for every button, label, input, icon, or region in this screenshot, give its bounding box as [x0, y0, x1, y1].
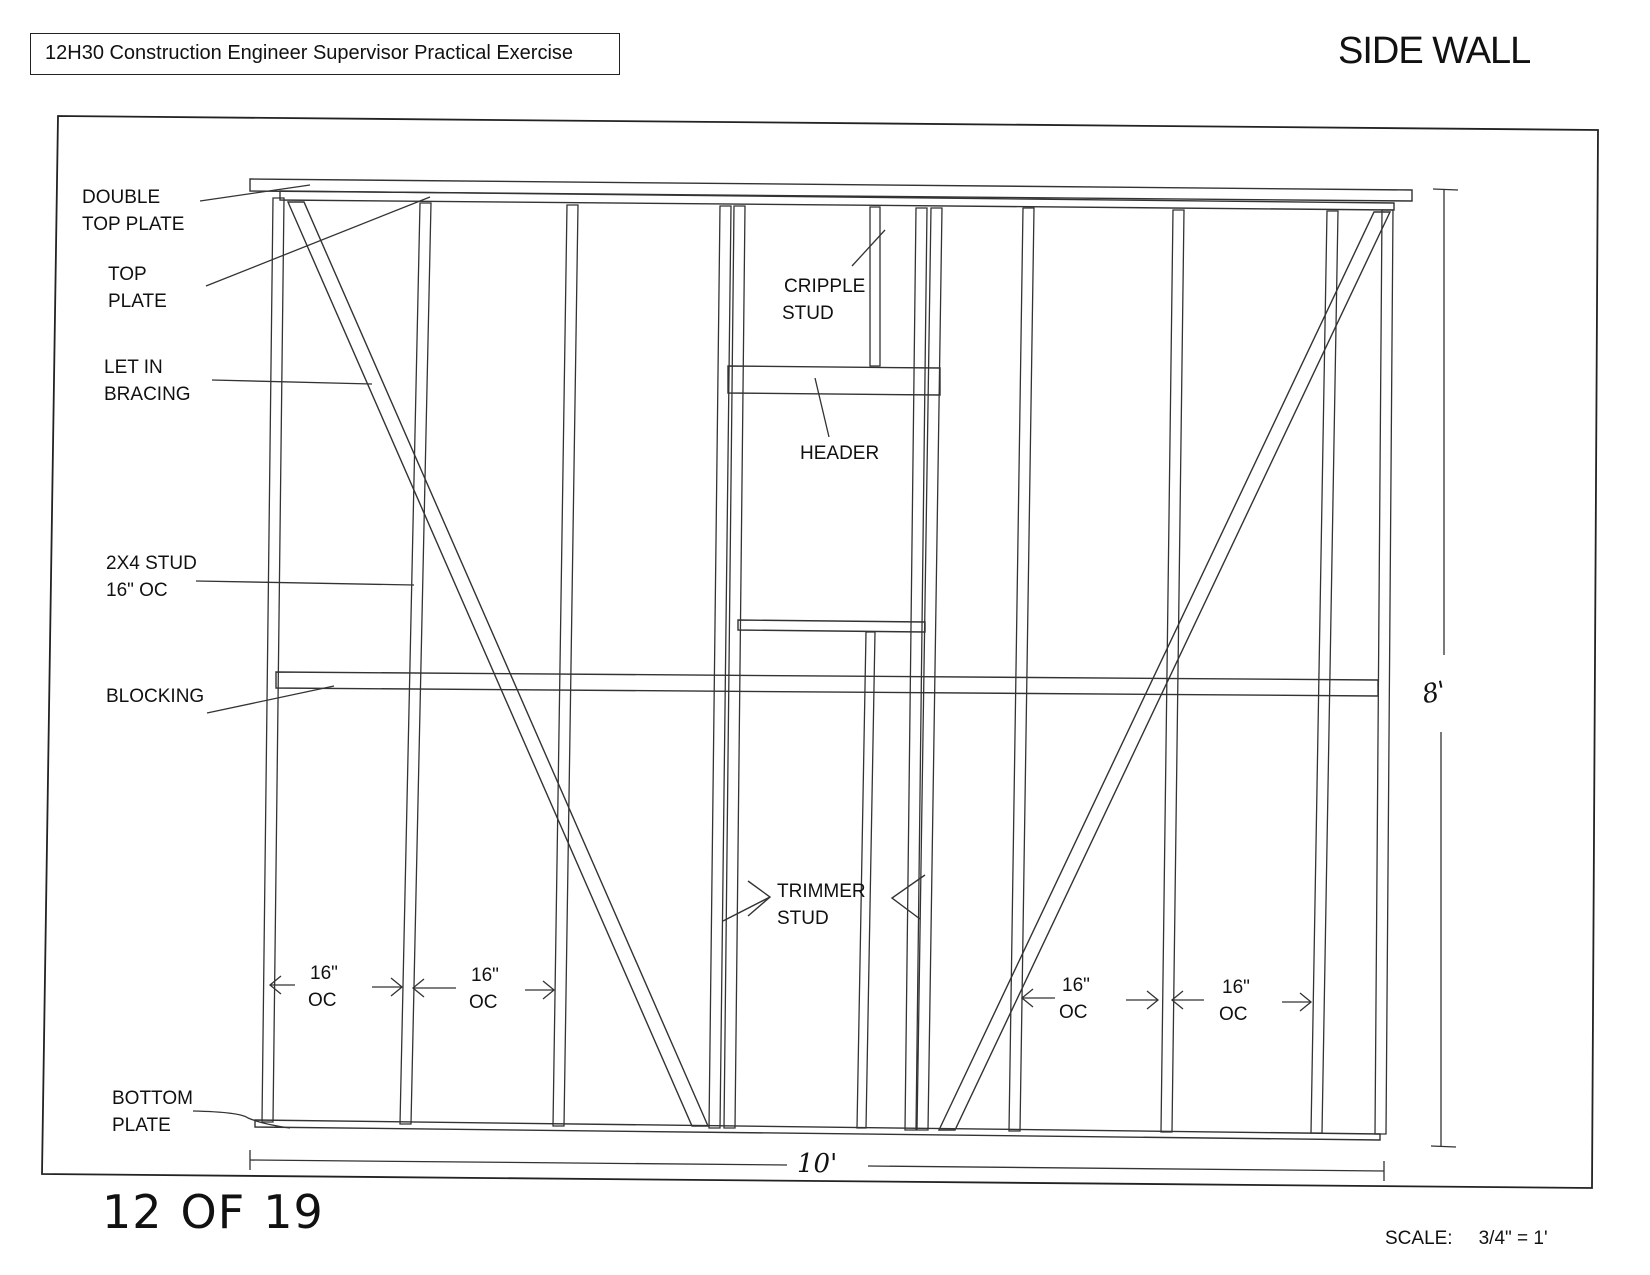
sill [737, 619, 926, 633]
spacing-unit: OC [1059, 1002, 1088, 1023]
trimmer-stud-label-1: TRIMMER [777, 881, 866, 902]
stud [1008, 207, 1035, 1132]
cripple-stud-label-2: STUD [782, 303, 834, 324]
spacing-value: 16" [1062, 975, 1090, 996]
cripple-stud [869, 206, 881, 367]
overall-width-dimension [249, 1150, 1385, 1181]
blocking [275, 671, 1379, 697]
stud [1310, 210, 1339, 1134]
bottom-plate-label-1: BOTTOM [112, 1088, 193, 1109]
end-stud-left [261, 197, 285, 1123]
spacing-unit: OC [469, 992, 498, 1013]
drawing-border [41, 115, 1599, 1189]
trimmer-stud-left [723, 205, 746, 1129]
let-in-bracing-label-2: BRACING [104, 384, 191, 405]
exercise-title: 12H30 Construction Engineer Supervisor P… [45, 42, 574, 64]
width-dimension-label: 10' [797, 1149, 837, 1179]
stud-label-1: 2X4 STUD [106, 553, 197, 574]
overall-height-dimension [1430, 188, 1459, 1148]
page-total: 19 [263, 1185, 324, 1239]
king-stud-left [708, 205, 732, 1129]
scale-note: SCALE: 3/4" = 1' [1385, 1228, 1548, 1250]
page-current: 12 [102, 1185, 163, 1239]
top-plate-label-2: PLATE [108, 291, 167, 312]
stud [1160, 209, 1185, 1133]
double-top-plate-label-1: DOUBLE [82, 187, 160, 208]
top-plate-label-1: TOP [108, 264, 147, 285]
blocking-label: BLOCKING [106, 686, 204, 707]
scale-label: SCALE: [1385, 1228, 1453, 1249]
spacing-unit: OC [1219, 1004, 1248, 1025]
leader-lines [192, 184, 886, 1129]
spacing-arrows [268, 975, 1313, 1012]
stud [856, 631, 876, 1129]
header-label: HEADER [800, 443, 879, 464]
bottom-plate-label-2: PLATE [112, 1115, 171, 1136]
page-of: OF [180, 1185, 246, 1239]
cripple-stud-label-1: CRIPPLE [784, 276, 865, 297]
spacing-value: 16" [310, 963, 338, 984]
double-top-plate [249, 178, 1413, 202]
trimmer-stud-arrows [722, 874, 926, 922]
spacing-value: 16" [471, 965, 499, 986]
let-in-bracing [286, 201, 1392, 1131]
spacing-unit: OC [308, 990, 337, 1011]
trimmer-stud-label-2: STUD [777, 908, 829, 929]
page-number: 12 OF 19 [102, 1185, 342, 1239]
header [727, 365, 941, 396]
sheet-title: SIDE WALL [1338, 30, 1531, 72]
exercise-title-box: 12H30 Construction Engineer Supervisor P… [30, 33, 620, 75]
double-top-plate-label-2: TOP PLATE [82, 214, 184, 235]
trimmer-stud-right [904, 207, 928, 1131]
spacing-value: 16" [1222, 977, 1250, 998]
bottom-plate [254, 1119, 1381, 1141]
let-in-bracing-label-1: LET IN [104, 357, 163, 378]
stud-label-2: 16" OC [106, 580, 168, 601]
king-stud-right [916, 207, 943, 1131]
height-dimension-label: 8' [1419, 676, 1448, 710]
stud [552, 204, 579, 1127]
scale-value: 3/4" = 1' [1478, 1228, 1548, 1249]
end-stud-right [1374, 209, 1394, 1135]
stud [399, 202, 432, 1125]
top-plate [279, 190, 1395, 211]
